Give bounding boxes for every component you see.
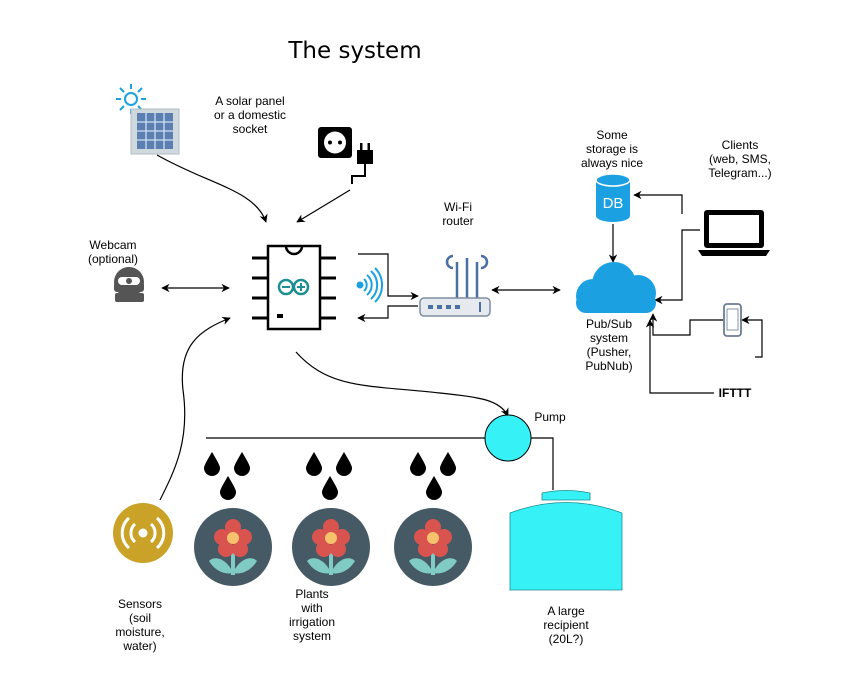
plant-icon (292, 508, 370, 586)
plants-label: Plants with irrigation system (288, 587, 336, 643)
water-drop-icon (220, 476, 236, 500)
water-drop-icon (234, 452, 250, 476)
socket-icon (318, 127, 352, 158)
database-icon: DB (595, 173, 631, 222)
pubsub-label: Pub/Sub system (Pusher, PubNub) (585, 317, 633, 373)
sensor-icon (113, 503, 173, 563)
arrow-solar-to-chip (156, 154, 268, 223)
plant-icon (394, 508, 472, 586)
arrow-ifttt-to-phone (741, 315, 763, 358)
plant-icon (194, 508, 272, 586)
cloud-icon (576, 262, 656, 313)
db-label: DB (603, 195, 624, 212)
arrow-router-to-chip (357, 305, 418, 323)
arrow-phone-to-cloud (648, 313, 723, 336)
arduino-chip-icon (252, 244, 336, 331)
arrow-ifttt-to-cloud (645, 319, 714, 394)
arrow-socket-to-chip (296, 189, 351, 223)
plants (194, 508, 472, 586)
wifi-signal-icon (356, 267, 384, 303)
arrow-chip-to-router (358, 253, 419, 301)
water-drop-icon (322, 476, 338, 500)
pump-icon (484, 414, 532, 462)
smartphone-icon (723, 303, 742, 337)
wifi-router-label: Wi-Fi router (442, 200, 474, 228)
water-drop-icon (204, 452, 220, 476)
laptop-icon (698, 210, 770, 256)
plug-icon (351, 143, 373, 184)
water-drops (204, 452, 456, 500)
power-source-label: A solar panel or a domestic socket (213, 94, 287, 136)
water-drop-icon (426, 476, 442, 500)
arrow-chip-to-pump (295, 351, 509, 417)
solar-panel-icon (130, 108, 180, 155)
storage-label: Some storage is always nice (580, 128, 644, 170)
clients-label: Clients (web, SMS, Telegram...) (708, 138, 772, 180)
router-icon (419, 254, 491, 317)
water-drop-icon (440, 452, 456, 476)
arrow-laptop-to-cloud (654, 229, 700, 305)
tank-icon (509, 490, 623, 591)
water-drop-icon (336, 452, 352, 476)
webcam-label: Webcam (optional) (87, 238, 139, 266)
page-title: The system (288, 38, 422, 64)
pump-label: Pump (534, 410, 566, 424)
ifttt-label: IFTTT (718, 386, 752, 400)
arrow-laptop-to-db (633, 190, 683, 214)
pump-to-tank-pipe (531, 437, 554, 490)
water-drop-icon (306, 452, 322, 476)
water-drop-icon (410, 452, 426, 476)
arrow-sensors-to-chip (159, 316, 231, 501)
connectors (156, 154, 763, 501)
webcam-icon (114, 267, 144, 302)
recipient-label: A large recipient (20L?) (543, 604, 589, 646)
sensors-label: Sensors (soil moisture, water) (115, 597, 165, 653)
